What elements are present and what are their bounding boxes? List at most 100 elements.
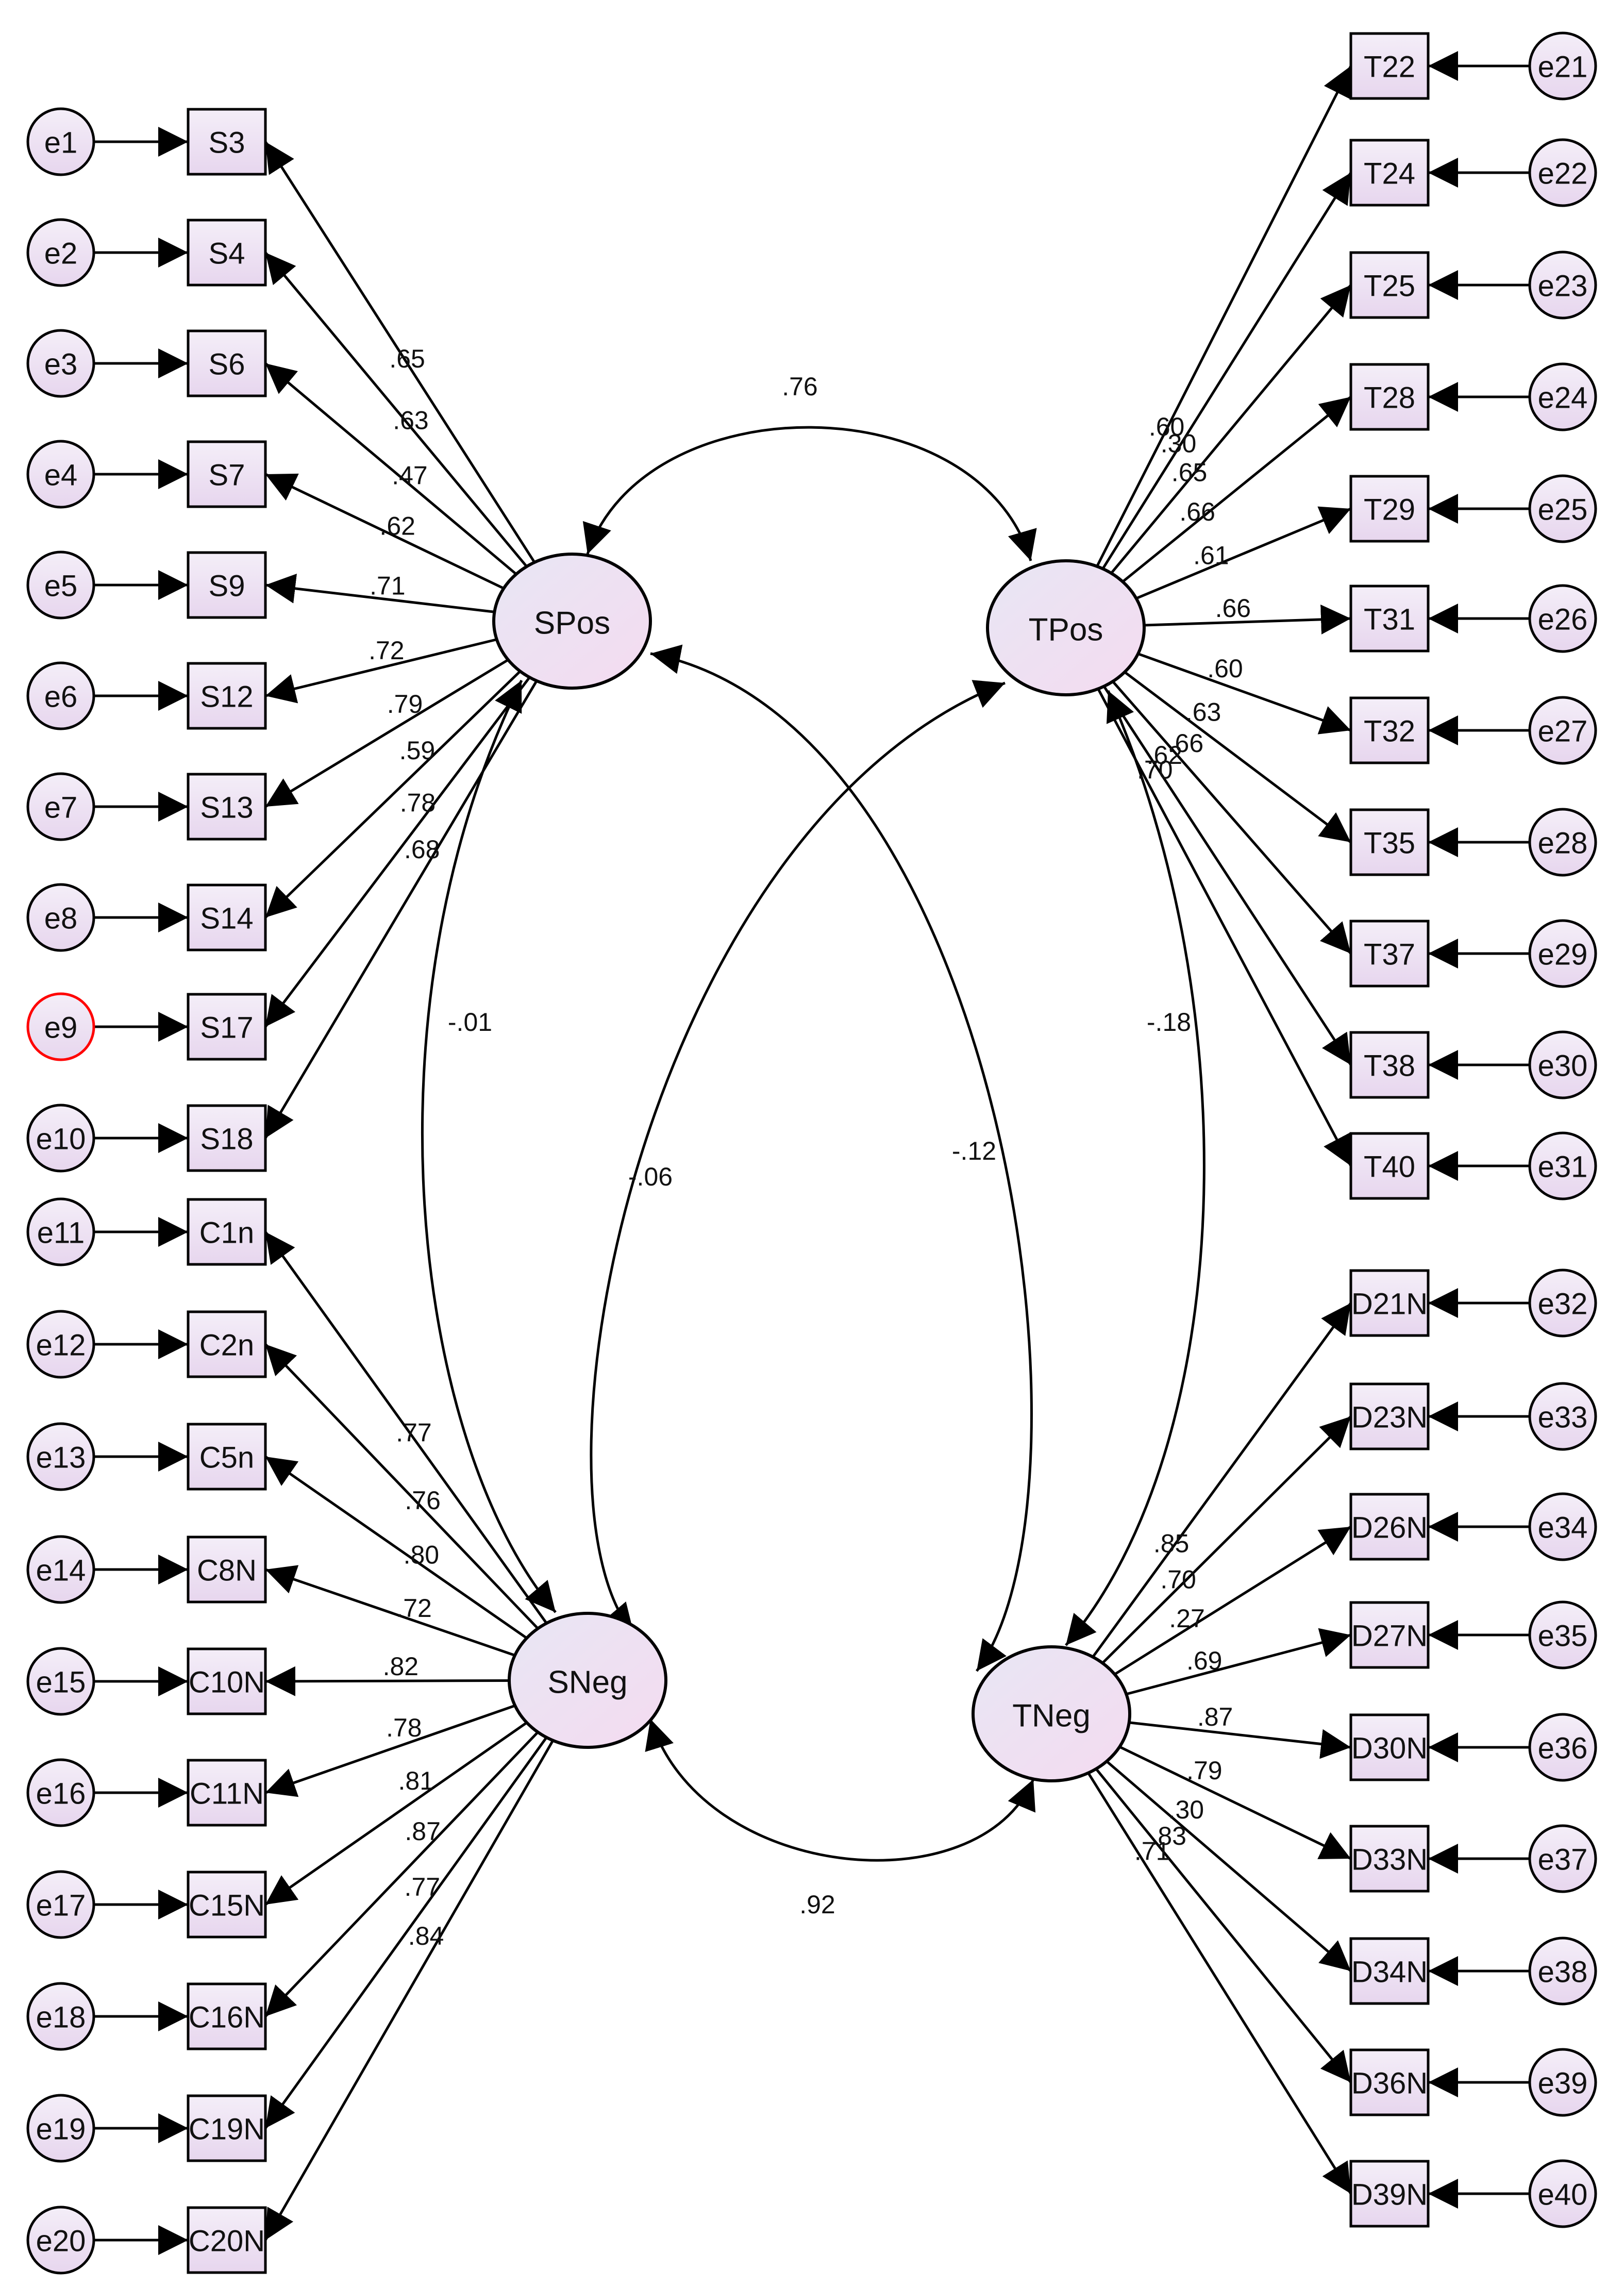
indicator-box-C5n <box>187 1423 267 1491</box>
error-label-e28: e28 <box>1538 827 1588 860</box>
indicator-label-C11N: C11N <box>190 1777 264 1811</box>
indicator-label-S7: S7 <box>209 459 245 492</box>
loading-label-T31: .66 <box>1215 594 1251 623</box>
error-label-e22: e22 <box>1538 157 1588 191</box>
latent-ellipse-TNeg <box>972 1645 1131 1782</box>
loading-label-S12: .72 <box>369 636 405 665</box>
latent-ellipse-SNeg <box>508 1612 667 1749</box>
loading-path-C19N <box>264 1737 548 2129</box>
indicator-label-T29: T29 <box>1364 493 1415 527</box>
loading-label-C5n: .80 <box>404 1540 440 1569</box>
latent-ellipse-TPos <box>986 559 1146 696</box>
loading-label-T24: .30 <box>1161 429 1197 458</box>
indicator-box-D23N <box>1349 1382 1430 1450</box>
error-label-e3: e3 <box>44 348 78 381</box>
indicator-box-D39N <box>1349 2160 1430 2228</box>
error-label-e36: e36 <box>1538 1732 1588 1765</box>
loading-label-T25: .65 <box>1171 458 1208 487</box>
error-circle-e17 <box>26 1870 95 1939</box>
indicator-label-D30N: D30N <box>1351 1732 1428 1765</box>
covariance-path-TPos-SNeg <box>590 680 1006 1635</box>
covariance-path-SPos-TNeg <box>650 644 1033 1672</box>
error-circle-e37 <box>1528 1824 1597 1893</box>
indicator-box-T22 <box>1349 32 1430 100</box>
nodes-layer: S3e1S4e2S6e3S7e4S9e5S12e6S13e7S14e8S17e9… <box>26 31 1597 2275</box>
error-circle-e5 <box>26 550 95 620</box>
loading-path-C16N <box>264 1731 539 2017</box>
error-circle-e36 <box>1528 1713 1597 1782</box>
loading-path-S17 <box>264 676 531 1028</box>
loading-path-C2n <box>264 1343 539 1630</box>
indicator-box-C8N <box>187 1535 267 1604</box>
error-circle-e35 <box>1528 1600 1597 1670</box>
indicator-box-C20N <box>187 2206 267 2274</box>
error-circle-e33 <box>1528 1382 1597 1451</box>
indicator-label-C8N: C8N <box>197 1554 257 1588</box>
indicator-label-C19N: C19N <box>189 2113 265 2146</box>
loading-label-S4: .63 <box>393 406 429 435</box>
loading-label-T40: .70 <box>1137 756 1173 784</box>
error-label-e12: e12 <box>36 1329 86 1362</box>
error-circle-e34 <box>1528 1492 1597 1561</box>
loading-label-S17: .78 <box>400 788 436 817</box>
latent-label-SPos: SPos <box>534 606 610 641</box>
indicator-box-T28 <box>1349 363 1430 431</box>
covariance-label-SPos-SNeg: -.01 <box>448 1008 492 1037</box>
loading-label-D26N: .27 <box>1169 1604 1205 1633</box>
indicator-label-D26N: D26N <box>1351 1511 1428 1545</box>
loading-path-T29 <box>1135 506 1351 600</box>
error-label-e8: e8 <box>44 902 78 936</box>
indicator-box-S12 <box>187 662 267 730</box>
indicator-label-T22: T22 <box>1364 51 1415 84</box>
indicator-label-D33N: D33N <box>1351 1843 1428 1877</box>
indicator-label-S4: S4 <box>209 237 245 271</box>
indicator-box-S9 <box>187 551 267 619</box>
loading-path-C10N <box>265 1666 510 1696</box>
error-circle-e22 <box>1528 138 1597 207</box>
indicator-box-S14 <box>187 883 267 951</box>
indicator-box-C19N <box>187 2094 267 2162</box>
error-label-e29: e29 <box>1538 938 1588 972</box>
error-label-e15: e15 <box>36 1666 86 1699</box>
indicator-label-T28: T28 <box>1364 381 1415 415</box>
error-circle-e15 <box>26 1647 95 1716</box>
indicator-label-D39N: D39N <box>1351 2178 1428 2212</box>
error-label-e2: e2 <box>44 237 78 271</box>
loading-label-C8N: .72 <box>396 1594 432 1623</box>
latent-label-TPos: TPos <box>1029 612 1103 648</box>
error-label-e34: e34 <box>1538 1511 1588 1545</box>
loading-label-C2n: .76 <box>405 1486 441 1515</box>
error-circle-e21 <box>1528 31 1597 101</box>
error-label-e35: e35 <box>1538 1620 1588 1653</box>
error-label-e6: e6 <box>44 680 78 714</box>
error-label-e21: e21 <box>1538 51 1588 84</box>
error-circle-e16 <box>26 1758 95 1827</box>
indicator-box-T31 <box>1349 585 1430 653</box>
error-circle-e38 <box>1528 1937 1597 2006</box>
indicator-box-T38 <box>1349 1031 1430 1099</box>
loading-path-S3 <box>264 141 536 563</box>
indicator-label-C20N: C20N <box>189 2225 265 2258</box>
loading-label-T38: .62 <box>1147 741 1183 770</box>
labels-layer: .65.63.47.62.71.72.79.59.78.68.77.76.80.… <box>369 344 1251 1950</box>
error-label-e14: e14 <box>36 1554 86 1588</box>
indicator-label-T25: T25 <box>1364 270 1415 303</box>
indicator-label-C15N: C15N <box>189 1889 265 1923</box>
indicator-label-T38: T38 <box>1364 1049 1415 1083</box>
loading-path-D34N <box>1106 1760 1352 1972</box>
indicator-label-S3: S3 <box>209 126 245 160</box>
loading-label-T29: .61 <box>1193 541 1229 570</box>
loading-path-C20N <box>264 1740 555 2241</box>
loading-label-S3: .65 <box>389 344 425 373</box>
loading-path-S12 <box>265 638 497 704</box>
indicator-label-S6: S6 <box>209 348 245 381</box>
indicator-label-D27N: D27N <box>1351 1620 1428 1653</box>
loading-path-D26N <box>1114 1525 1352 1676</box>
error-circle-e26 <box>1528 584 1597 653</box>
error-label-e32: e32 <box>1538 1288 1588 1321</box>
indicator-label-S18: S18 <box>200 1123 253 1156</box>
loading-path-D36N <box>1095 1768 1352 2083</box>
error-label-e11: e11 <box>37 1216 85 1250</box>
error-circle-e31 <box>1528 1131 1597 1200</box>
loading-label-S18: .68 <box>404 835 440 864</box>
